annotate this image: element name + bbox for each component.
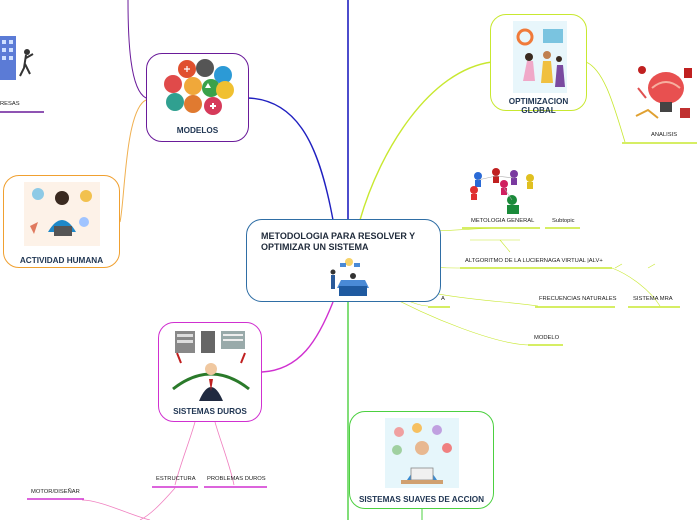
person-with-box-icon	[330, 258, 369, 296]
subtopic-analisis[interactable]: ANALISIS	[651, 132, 678, 138]
subtopic-frecuencias[interactable]: FRECUENCIAS NATURALES	[539, 296, 617, 302]
subtopic-modelo[interactable]: MODELO	[534, 335, 560, 341]
connector-lower-left	[139, 487, 176, 520]
tick-marks	[470, 239, 656, 269]
node-sistemas-duros-label: SISTEMAS DUROS	[173, 407, 247, 416]
subtopic-problemas-duros[interactable]: PROBLEMAS DUROS	[207, 476, 266, 482]
subtopic-empresas[interactable]: RESAS	[0, 101, 20, 107]
node-sistemas-suaves-label: SISTEMAS SUAVES DE ACCION	[358, 495, 485, 504]
connector-estructura	[174, 421, 196, 486]
subtopic-algoritmo[interactable]: ALTGORITMO DE LA LUCIERNAGA VIRTUAL |ALV…	[465, 258, 603, 264]
connector-sistemas-duros	[261, 301, 334, 373]
connector-motor	[81, 499, 151, 520]
developer-with-app-icons-icon	[385, 418, 459, 488]
connector-mra	[611, 267, 661, 307]
connector-problemas	[214, 421, 235, 486]
people-network-icon	[470, 168, 534, 214]
central-title: METODOLOGIA PARA RESOLVER Y OPTIMIZAR UN…	[261, 231, 416, 252]
connector-optimizacion	[359, 61, 493, 221]
subtopic-a[interactable]: A	[441, 296, 445, 302]
building-with-person-icon	[0, 36, 34, 80]
node-actividad-humana-label: ACTIVIDAD HUMANA	[19, 256, 104, 265]
node-optimizacion-global-label: OPTIMIZACION GLOBAL	[508, 97, 569, 115]
node-central[interactable]: METODOLOGIA PARA RESOLVER Y OPTIMIZAR UN…	[246, 219, 441, 302]
node-sistemas-duros[interactable]: SISTEMAS DUROS	[158, 322, 262, 422]
connector-modelos-empresas	[127, 0, 147, 99]
node-modelos-label: MODELOS	[176, 126, 219, 135]
people-with-charts-icon	[513, 21, 567, 93]
subtopic-estructura[interactable]: ESTRUCTURA	[156, 476, 196, 482]
subtopic-sistema-mra[interactable]: SISTEMA MRA	[633, 296, 673, 302]
subtopic-subtopic[interactable]: Subtopic	[552, 218, 575, 224]
node-actividad-humana[interactable]: ACTIVIDAD HUMANA	[3, 175, 120, 268]
connector-modelos-actividad	[119, 99, 147, 223]
person-with-laptop-icon	[24, 182, 100, 246]
connector-modelos	[247, 97, 334, 221]
node-optimizacion-global[interactable]: OPTIMIZACION GLOBAL	[490, 14, 587, 115]
node-modelos[interactable]: MODELOS	[146, 53, 249, 142]
node-sistemas-suaves[interactable]: SISTEMAS SUAVES DE ACCION	[349, 411, 494, 509]
connector-analisis	[585, 61, 626, 143]
colorful-icon-cluster	[164, 59, 234, 115]
businessman-with-servers-icon	[172, 331, 250, 401]
subtopic-motor[interactable]: MOTOR/DISEÑAR	[31, 489, 80, 495]
subtopic-metologia-general[interactable]: METOLOGIA GENERAL	[471, 218, 535, 224]
brain-with-locks-icon	[635, 66, 692, 119]
